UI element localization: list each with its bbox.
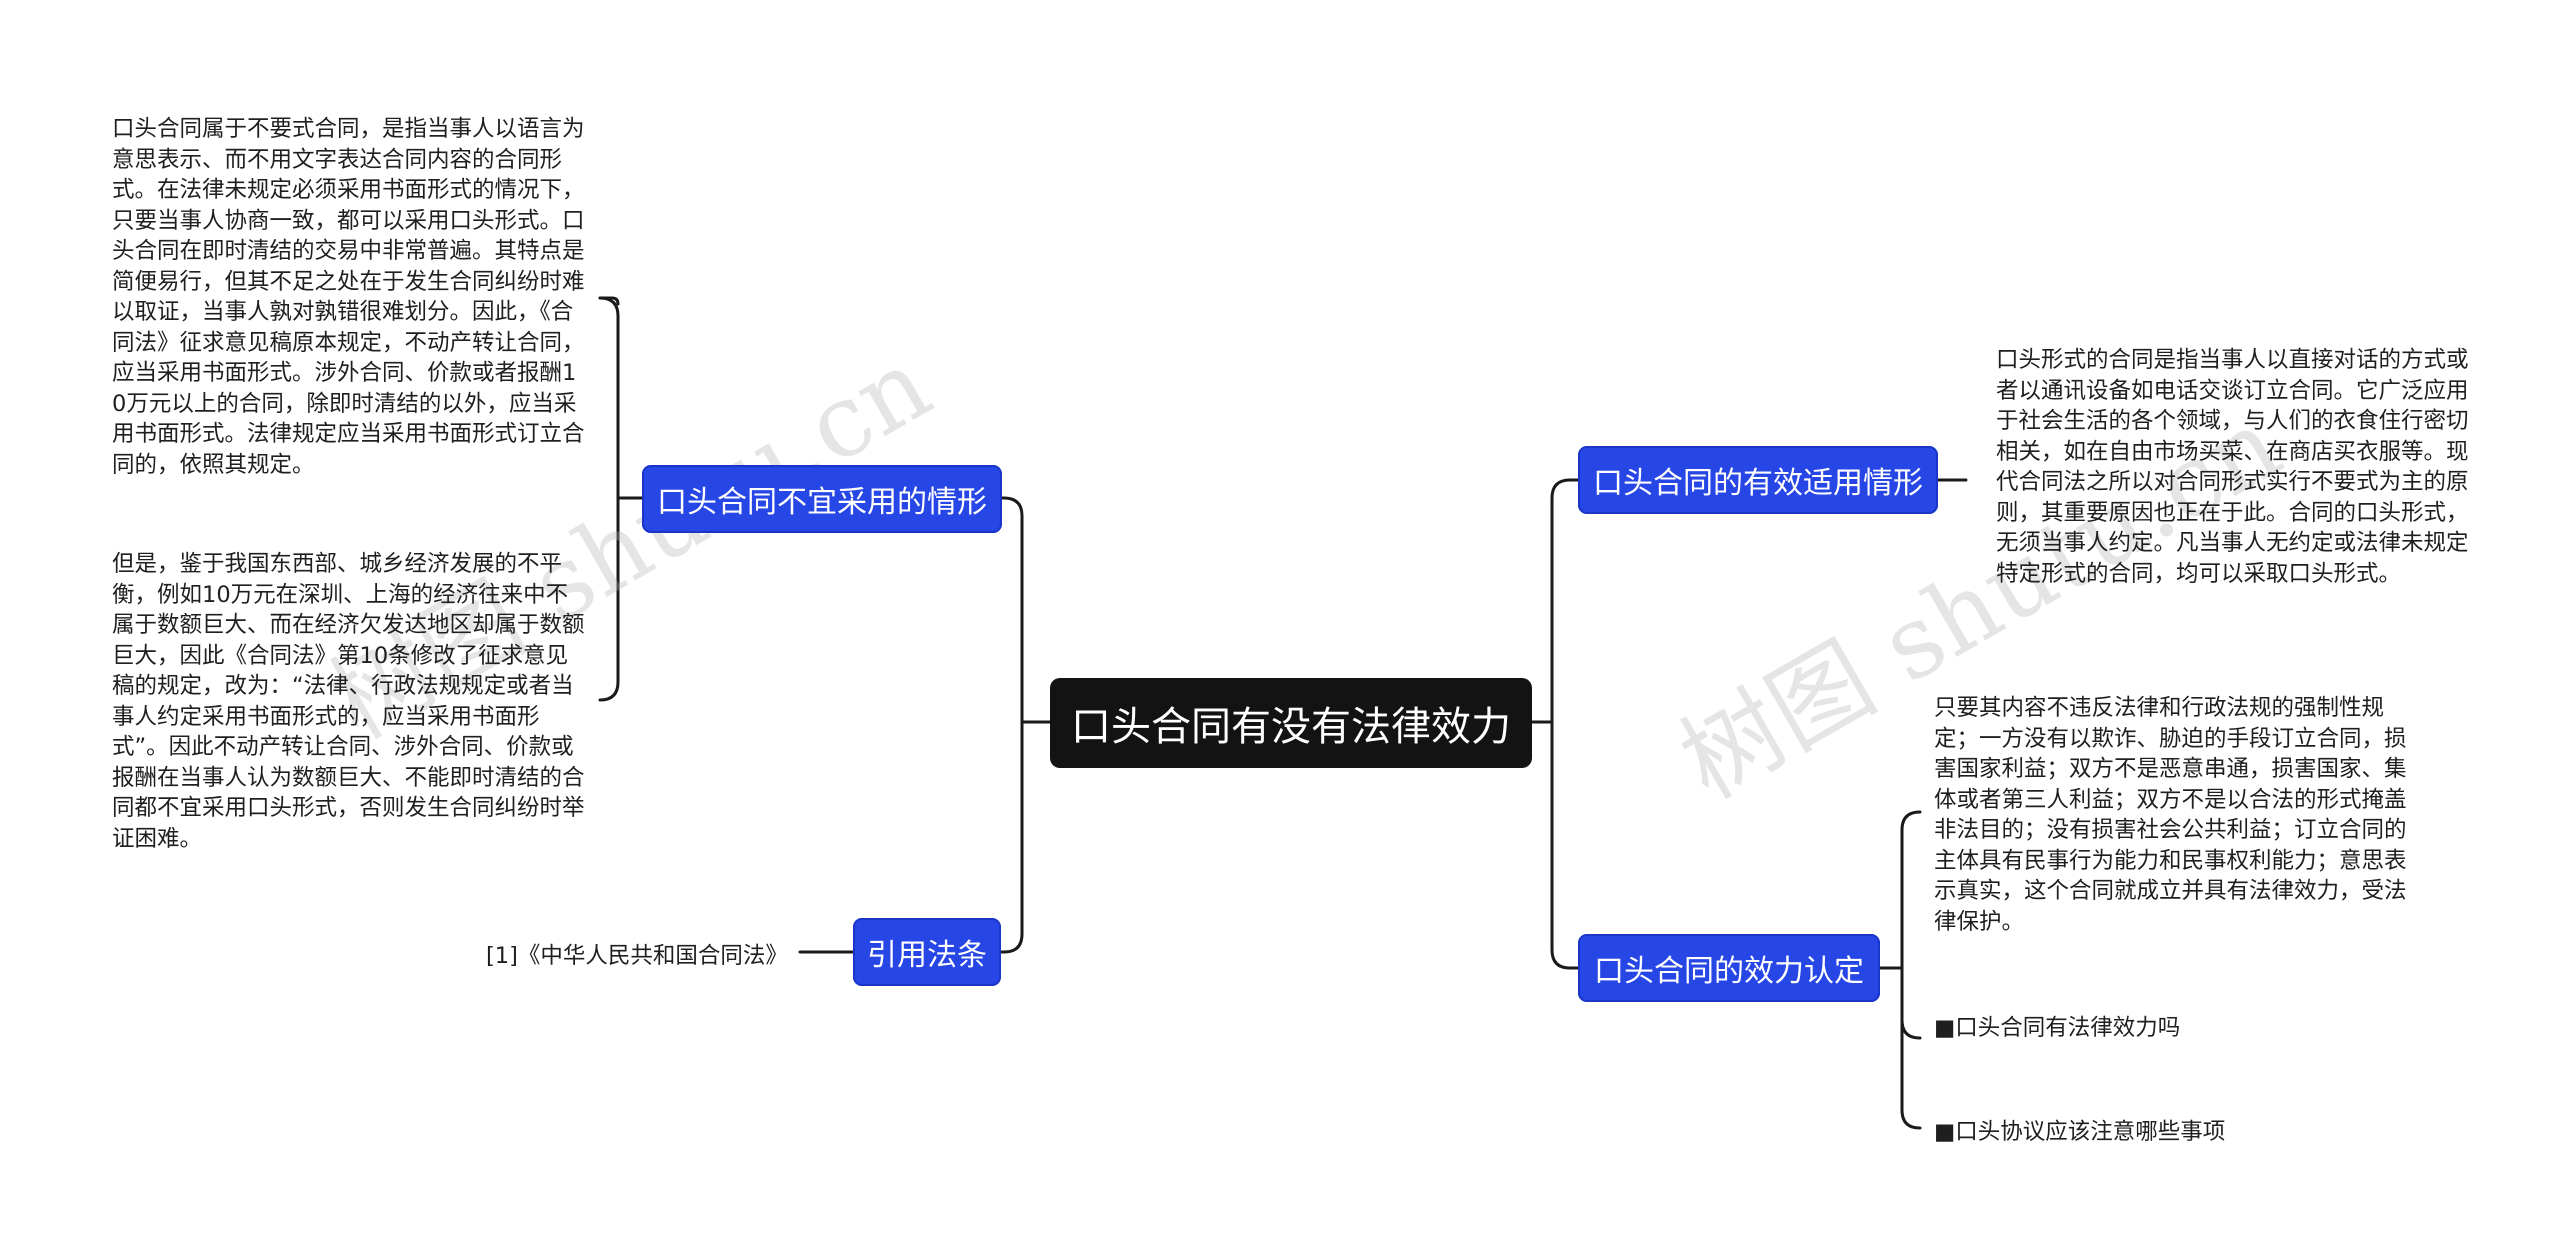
connector-root-right (1530, 478, 1580, 970)
root-node[interactable]: 口头合同有没有法律效力 (1050, 678, 1532, 768)
branch-not-suitable[interactable]: 口头合同不宜采用的情形 (642, 465, 1002, 533)
leaf-validity-3[interactable]: ■口头协议应该注意哪些事项 (1934, 1119, 2226, 1145)
text-validity-1: 只要其内容不违反法律和行政法规的强制性规定；一方没有以欺诈、胁迫的手段订立合同，… (1934, 695, 2407, 935)
bracket-not-suitable-1 (598, 296, 620, 306)
branch-citation[interactable]: 引用法条 (853, 918, 1001, 986)
text-not-suitable-1: 口头合同属于不要式合同，是指当事人以语言为意思表示、而不用文字表达合同内容的合同… (112, 116, 585, 478)
text-not-suitable-2: 但是，鉴于我国东西部、城乡经济发展的不平衡，例如10万元在深圳、上海的经济往来中… (112, 551, 585, 852)
connector-not-suitable (598, 296, 644, 702)
leaf-citation-1[interactable]: [1]《中华人民共和国合同法》 (486, 943, 788, 969)
leaf-validity-2[interactable]: ■口头合同有法律效力吗 (1934, 1015, 2181, 1041)
branch-valid-use[interactable]: 口头合同的有效适用情形 (1578, 446, 1938, 514)
branch-validity[interactable]: 口头合同的效力认定 (1578, 934, 1880, 1002)
connector-validity (1878, 810, 1922, 1130)
text-valid-use-1: 口头形式的合同是指当事人以直接对话的方式或者以通讯设备如电话交谈订立合同。它广泛… (1996, 347, 2469, 587)
connector-root-left (998, 496, 1052, 954)
